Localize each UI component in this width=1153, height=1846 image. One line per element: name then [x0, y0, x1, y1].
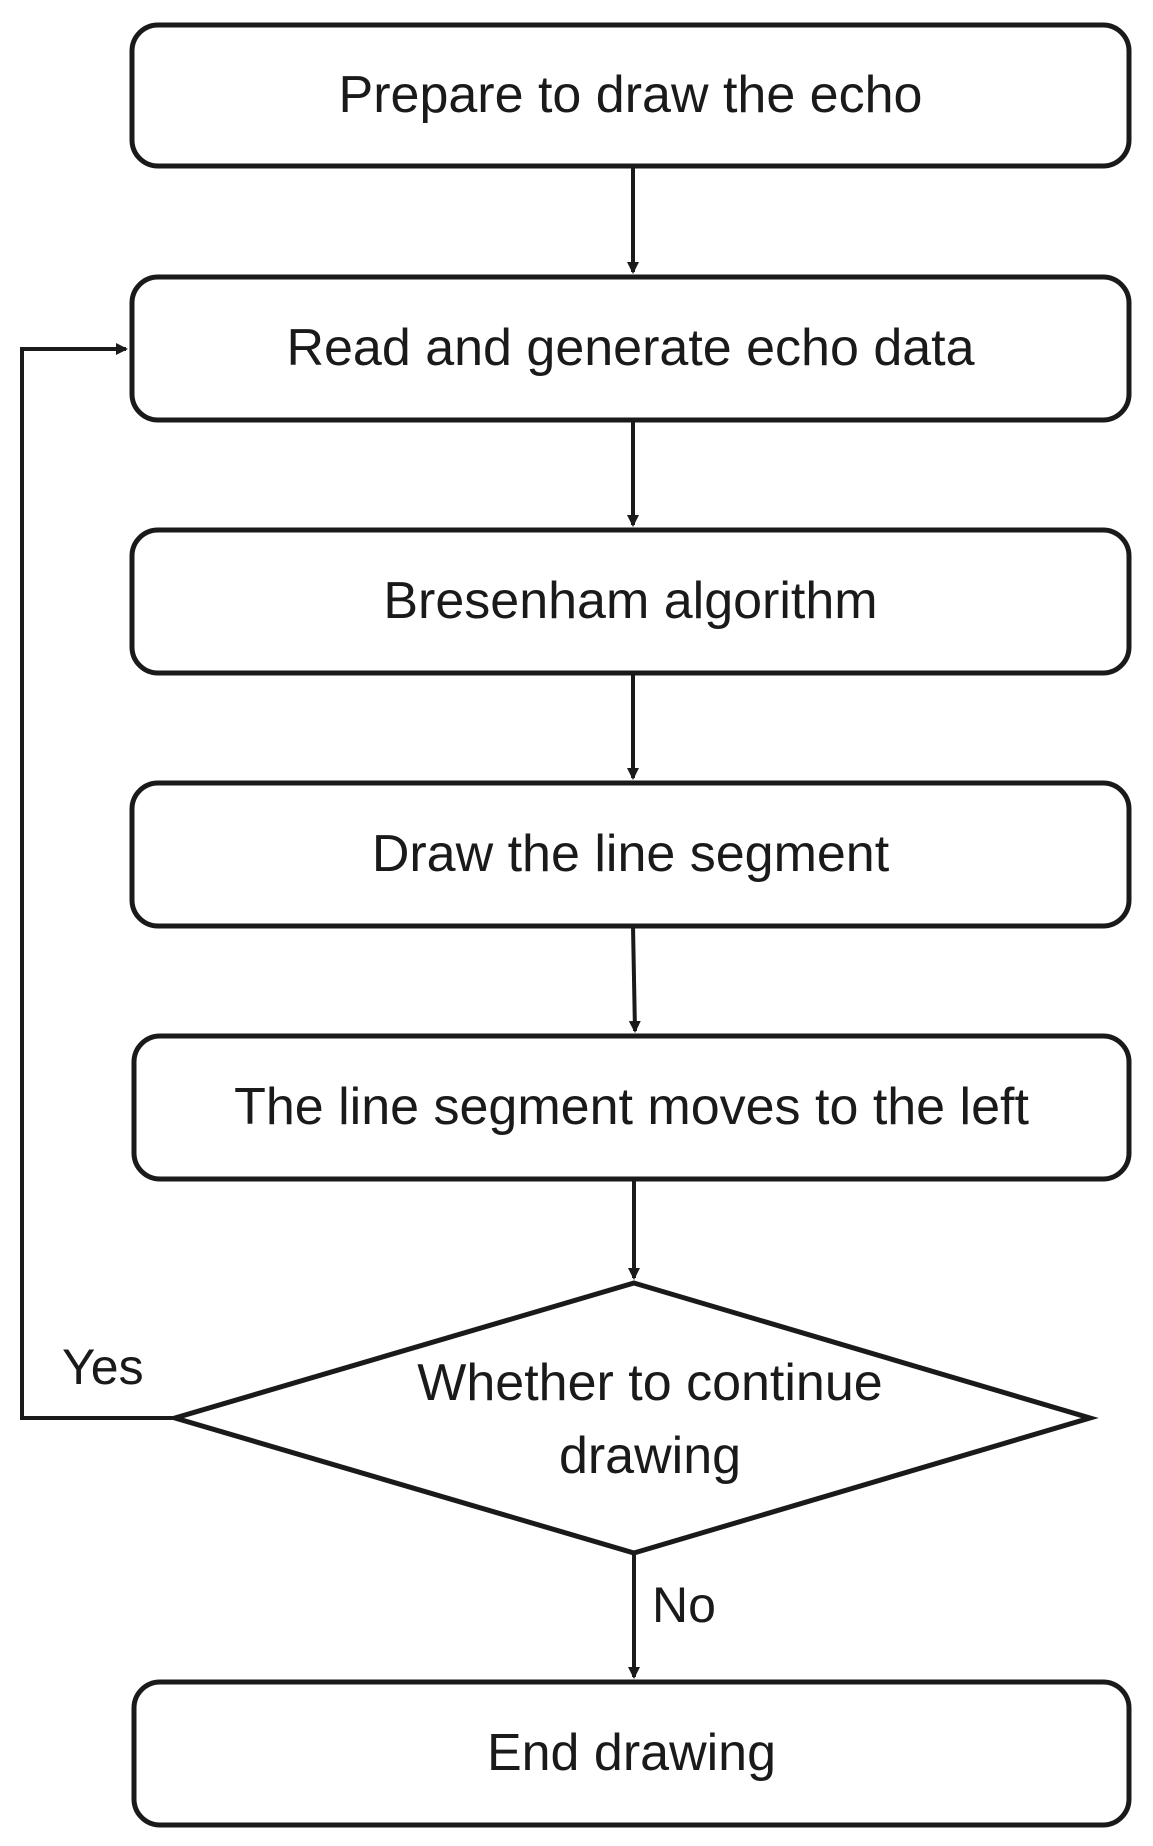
node-read-box [129, 274, 1132, 423]
node-draw-box [129, 780, 1132, 929]
node-bresenham-box [129, 527, 1132, 676]
branch-yes-label: Yes [62, 1339, 144, 1395]
node-move-box [131, 1033, 1132, 1182]
node-end-label: End drawing [486, 1723, 777, 1782]
node-end-box [131, 1679, 1132, 1828]
node-move-label: The line segment moves to the left [234, 1077, 1029, 1136]
arrow-decision-yes-loop [20, 343, 175, 1420]
branch-no-label: No [652, 1577, 716, 1633]
node-draw-label: Draw the line segment [371, 824, 890, 883]
node-prepare-box [129, 22, 1132, 169]
node-bresenham-label: Bresenham algorithm [383, 571, 878, 630]
decision-label: Whether to continue drawing [417, 1354, 883, 1485]
node-prepare-label: Prepare to draw the echo [338, 65, 923, 124]
node-read-label: Read and generate echo data [286, 318, 975, 377]
arrow-draw-to-move [628, 925, 641, 1033]
